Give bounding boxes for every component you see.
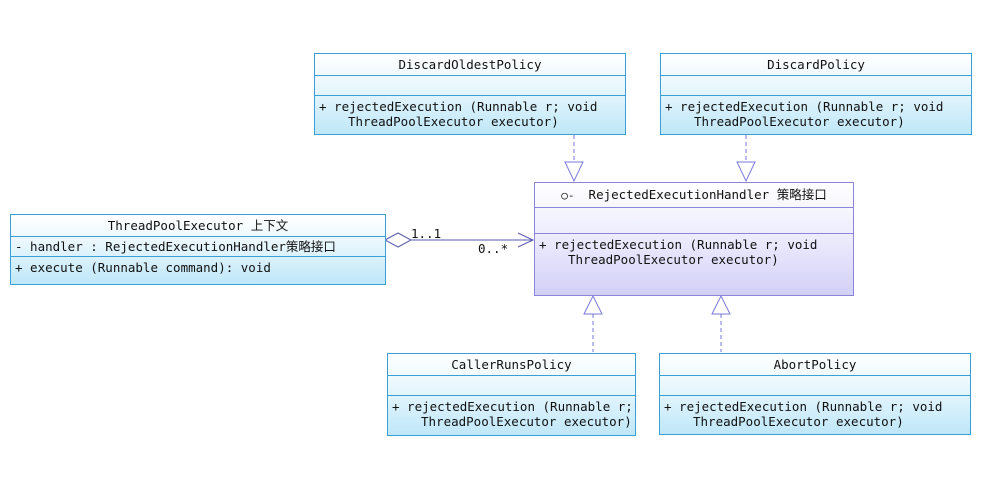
operations-compartment: + execute (Runnable command): void [11,257,385,277]
operation-line: + rejectedExecution (Runnable r; void [392,399,635,414]
interface-name-row: ○- RejectedExecutionHandler 策略接口 [535,183,853,208]
class-abort-policy[interactable]: AbortPolicy + rejectedExecution (Runnabl… [659,353,971,435]
attributes-compartment [315,76,625,96]
attributes-compartment [535,208,853,234]
operation-line-continued: ThreadPoolExecutor executor) [694,114,905,129]
operations-compartment: + rejectedExecution (Runnable r; void Th… [661,96,971,131]
aggregation-arrowhead [517,232,535,248]
operation-line: + rejectedExecution (Runnable r; void [664,399,943,414]
realization-arrowhead-caller-runs [583,294,603,315]
multiplicity-source: 1..1 [411,226,442,241]
operation-line: + rejectedExecution (Runnable r; void [665,99,944,114]
realization-arrowhead-abort [711,294,731,315]
operations-compartment: + rejectedExecution (Runnable r; void Th… [315,96,625,131]
operation-line-continued: ThreadPoolExecutor executor) [693,414,904,429]
class-discard-policy[interactable]: DiscardPolicy + rejectedExecution (Runna… [660,53,972,135]
class-name: ThreadPoolExecutor 上下文 [11,215,385,237]
class-discard-oldest-policy[interactable]: DiscardOldestPolicy + rejectedExecution … [314,53,626,135]
attribute-line: - handler : RejectedExecutionHandler策略接口 [15,239,336,254]
operation-line: + rejectedExecution (Runnable r; void [539,237,818,252]
interface-icon: ○- [561,189,575,202]
operation-line-continued: ThreadPoolExecutor executor) [348,114,559,129]
operation-line-continued: ThreadPoolExecutor executor) [421,414,632,429]
attributes-compartment [388,376,635,396]
operation-line: + execute (Runnable command): void [15,260,271,275]
interface-rejected-execution-handler[interactable]: ○- RejectedExecutionHandler 策略接口 + reject… [534,182,854,296]
aggregation-diamond [383,232,413,248]
operations-compartment: + rejectedExecution (Runnable r; void Th… [388,396,635,431]
class-name: AbortPolicy [660,354,970,376]
realization-arrowhead-discard-oldest [564,161,584,183]
class-name: CallerRunsPolicy [388,354,635,376]
multiplicity-target: 0..* [478,241,509,256]
attributes-compartment: - handler : RejectedExecutionHandler策略接口 [11,237,385,257]
class-thread-pool-executor[interactable]: ThreadPoolExecutor 上下文 - handler : Rejec… [10,214,386,285]
attributes-compartment [660,376,970,396]
class-name: DiscardOldestPolicy [315,54,625,76]
attributes-compartment [661,76,971,96]
interface-name: RejectedExecutionHandler 策略接口 [588,187,827,202]
operations-compartment: + rejectedExecution (Runnable r; void Th… [535,234,853,269]
operations-compartment: + rejectedExecution (Runnable r; void Th… [660,396,970,431]
class-caller-runs-policy[interactable]: CallerRunsPolicy + rejectedExecution (Ru… [387,353,636,436]
realization-arrowhead-discard [736,161,756,183]
class-name: DiscardPolicy [661,54,971,76]
operation-line-continued: ThreadPoolExecutor executor) [568,252,779,267]
operation-line: + rejectedExecution (Runnable r; void [319,99,598,114]
